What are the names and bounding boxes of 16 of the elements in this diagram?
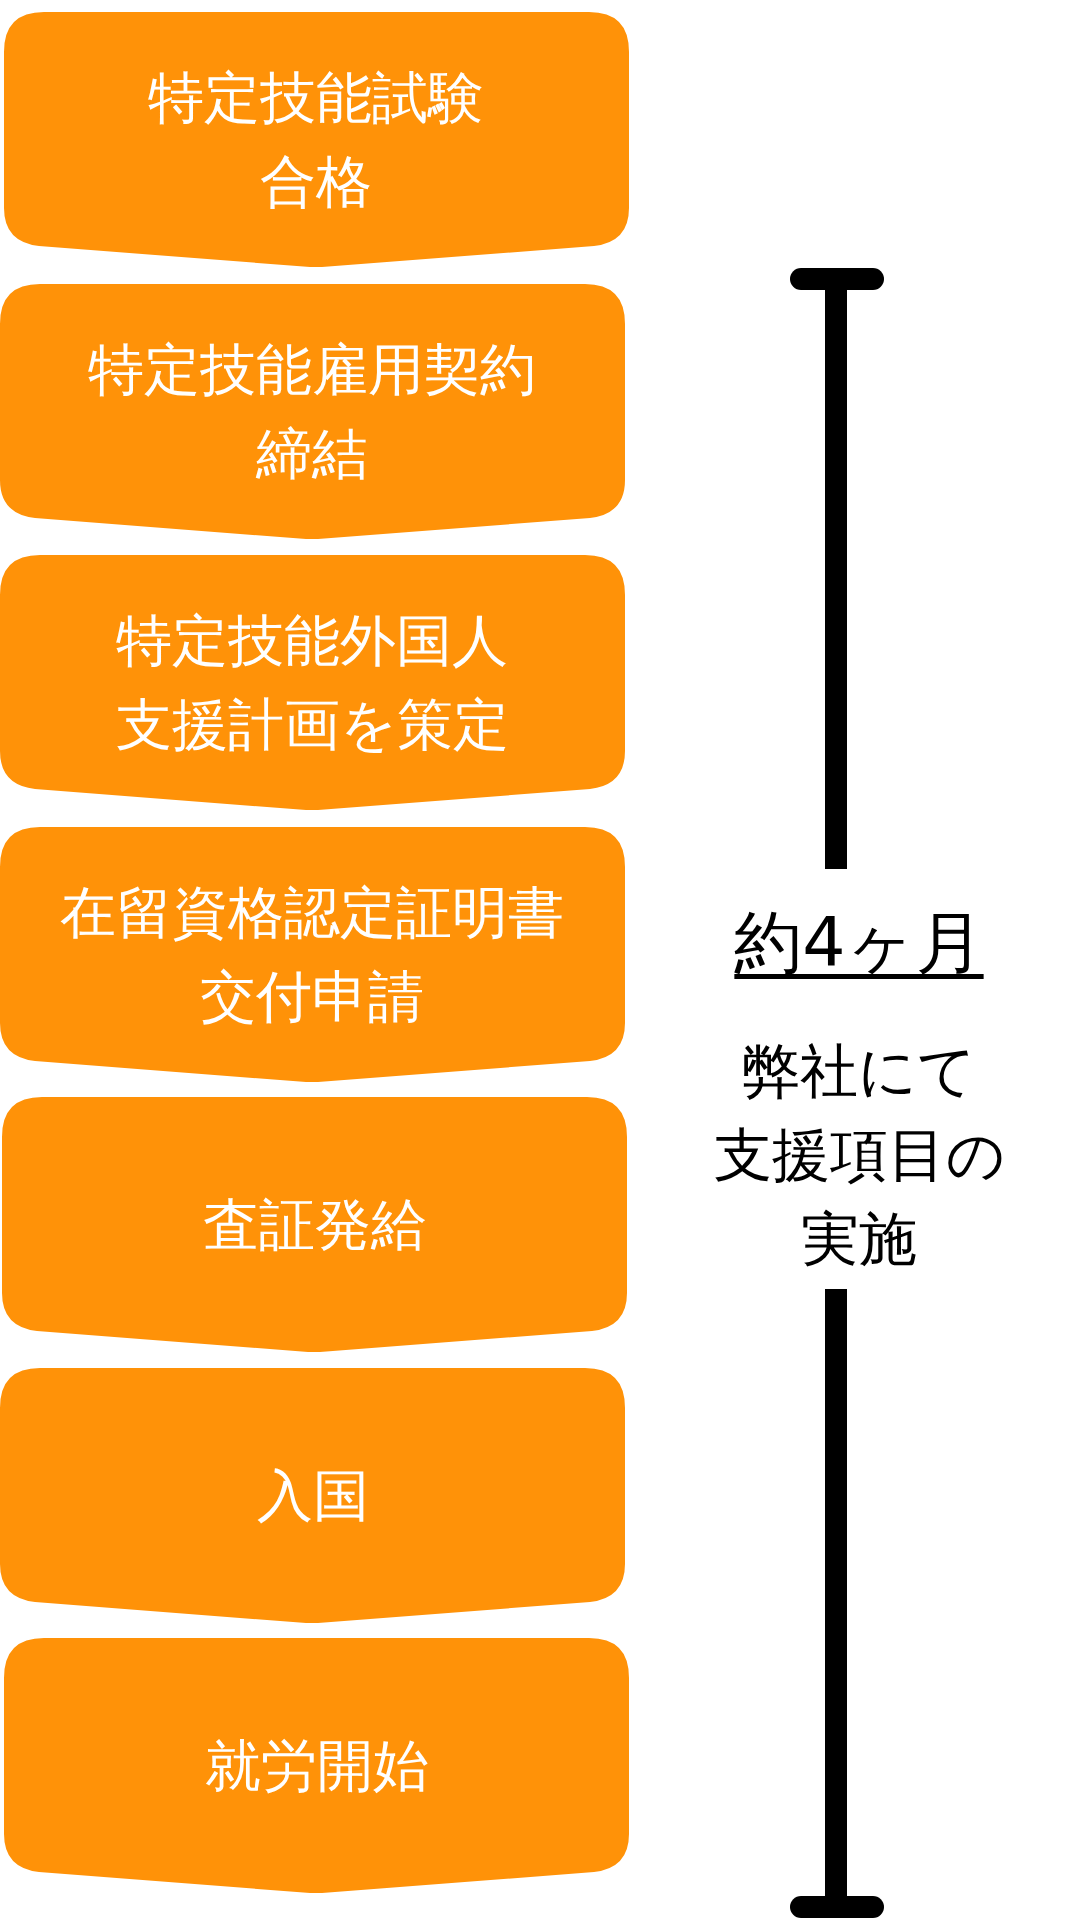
duration-label: 約4ヶ月 (734, 902, 984, 984)
process-box (4, 12, 629, 267)
step-label: 入国 (256, 1461, 369, 1530)
step-label: 査証発給 (202, 1190, 427, 1259)
step-label: 特定技能外国人支援計画を策定 (115, 606, 510, 759)
process-box (0, 1368, 625, 1623)
process-box (0, 284, 625, 539)
process-box (4, 1638, 629, 1893)
process-box (0, 555, 625, 810)
step-label: 特定技能雇用契約締結 (87, 335, 538, 488)
note-text: 弊社にて支援項目の実施 (712, 1036, 1006, 1276)
step-label: 在留資格認定証明書交付申請 (59, 878, 566, 1031)
process-box (0, 827, 625, 1082)
step-label: 就労開始 (204, 1731, 429, 1800)
step-label: 特定技能試験合格 (147, 63, 486, 216)
process-box (2, 1097, 627, 1352)
